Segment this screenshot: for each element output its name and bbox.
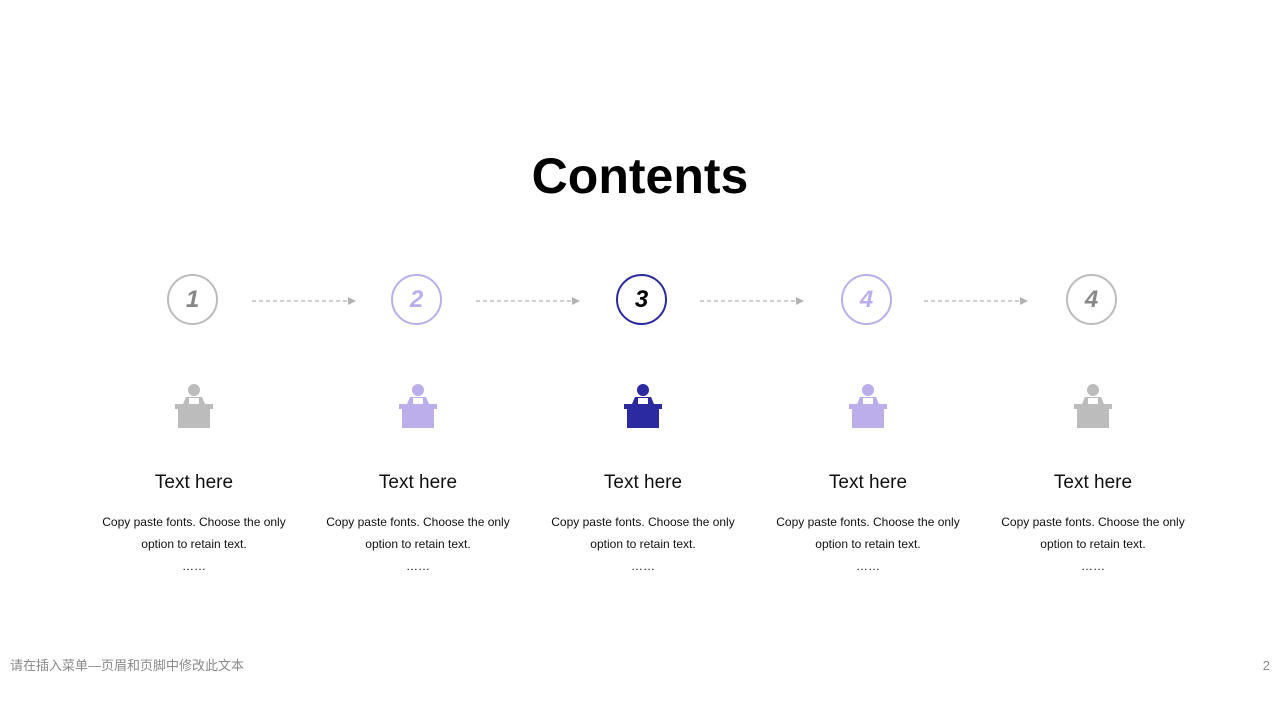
step-description-line: Copy paste fonts. Choose the only — [102, 515, 286, 529]
dashed-arrow-icon — [252, 296, 358, 306]
dashed-arrow-icon — [924, 296, 1030, 306]
presenter-icon — [1074, 384, 1112, 428]
step-2: 2 Text here Copy paste fonts. Choose the… — [306, 272, 530, 582]
step-description-ellipsis: …… — [1081, 559, 1105, 573]
dashed-arrow-icon — [700, 296, 806, 306]
dashed-arrow-icon — [476, 296, 582, 306]
page-number: 2 — [1262, 658, 1270, 673]
step-description-line: Copy paste fonts. Choose the only — [776, 515, 960, 529]
footer-text: 请在插入菜单—页眉和页脚中修改此文本 — [10, 658, 245, 673]
step-heading: Text here — [603, 472, 683, 493]
step-heading: Text here — [1053, 472, 1133, 493]
step-number-circle: 2 — [391, 274, 442, 325]
step-heading: Text here — [828, 472, 908, 493]
step-number-circle: 3 — [616, 274, 667, 325]
step-description: Copy paste fonts. Choose the only option… — [756, 511, 980, 577]
step-4: 4 Text here Copy paste fonts. Choose the… — [756, 272, 980, 582]
step-description: Copy paste fonts. Choose the only option… — [306, 511, 530, 577]
step-description-line: Copy paste fonts. Choose the only — [326, 515, 510, 529]
step-number-circle: 4 — [1066, 274, 1117, 325]
step-description-line: option to retain text. — [590, 537, 696, 551]
step-description-line: option to retain text. — [141, 537, 247, 551]
step-description-line: Copy paste fonts. Choose the only — [551, 515, 735, 529]
step-heading: Text here — [154, 472, 234, 493]
step-5: 4 Text here Copy paste fonts. Choose the… — [981, 272, 1205, 582]
step-description: Copy paste fonts. Choose the only option… — [82, 511, 306, 577]
step-3: 3 Text here Copy paste fonts. Choose the… — [531, 272, 755, 582]
step-description-line: option to retain text. — [1040, 537, 1146, 551]
step-heading: Text here — [378, 472, 458, 493]
step-description-ellipsis: …… — [182, 559, 206, 573]
step-description-ellipsis: …… — [406, 559, 430, 573]
presenter-icon — [399, 384, 437, 428]
presenter-icon — [175, 384, 213, 428]
step-description-ellipsis: …… — [856, 559, 880, 573]
step-description-ellipsis: …… — [631, 559, 655, 573]
presenter-icon — [849, 384, 887, 428]
step-description-line: option to retain text. — [365, 537, 471, 551]
step-description-line: Copy paste fonts. Choose the only — [1001, 515, 1185, 529]
presenter-icon — [624, 384, 662, 428]
step-number-circle: 4 — [841, 274, 892, 325]
step-description-line: option to retain text. — [815, 537, 921, 551]
step-number-circle: 1 — [167, 274, 218, 325]
step-description: Copy paste fonts. Choose the only option… — [531, 511, 755, 577]
step-description: Copy paste fonts. Choose the only option… — [981, 511, 1205, 577]
step-1: 1 Text here Copy paste fonts. Choose the… — [82, 272, 306, 582]
slide-title: Contents — [531, 148, 749, 204]
